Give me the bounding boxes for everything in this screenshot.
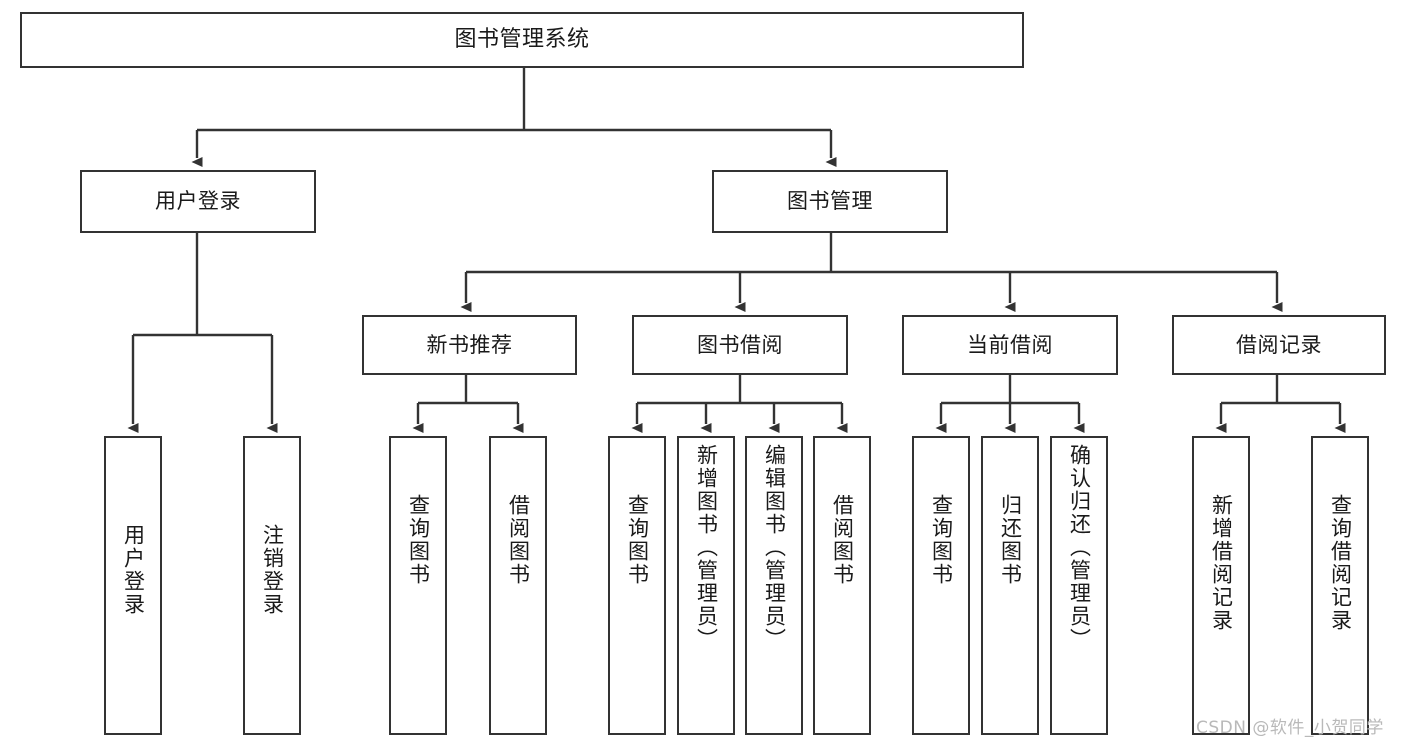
leaf-confirm-return[interactable]: 确认归还（管理员） bbox=[1050, 436, 1108, 735]
leaf-borrow-book-2-label: 借阅图书 bbox=[830, 494, 855, 586]
leaf-user-login[interactable]: 用户登录 bbox=[104, 436, 162, 735]
node-current-borrow-label: 当前借阅 bbox=[967, 332, 1053, 357]
leaf-borrow-book-1-label: 借阅图书 bbox=[506, 494, 531, 586]
node-borrow-record[interactable]: 借阅记录 bbox=[1172, 315, 1386, 375]
leaf-add-book[interactable]: 新增图书（管理员） bbox=[677, 436, 735, 735]
leaf-return-book[interactable]: 归还图书 bbox=[981, 436, 1039, 735]
node-new-book-rec-label: 新书推荐 bbox=[426, 332, 513, 357]
csdn-watermark: CSDN @软件_小贺同学 bbox=[1196, 718, 1384, 738]
leaf-add-record-label: 新增借阅记录 bbox=[1209, 494, 1234, 632]
leaf-user-login-label: 用户登录 bbox=[121, 524, 146, 616]
leaf-borrow-book-2[interactable]: 借阅图书 bbox=[813, 436, 871, 735]
node-borrow-record-label: 借阅记录 bbox=[1236, 332, 1322, 357]
leaf-add-record[interactable]: 新增借阅记录 bbox=[1192, 436, 1250, 735]
node-book-manage-label: 图书管理 bbox=[787, 189, 873, 214]
node-book-borrow-label: 图书借阅 bbox=[697, 332, 783, 357]
leaf-query-book-2-label: 查询图书 bbox=[625, 494, 650, 586]
leaf-query-record[interactable]: 查询借阅记录 bbox=[1311, 436, 1369, 735]
leaf-query-book-3[interactable]: 查询图书 bbox=[912, 436, 970, 735]
node-user-login-label: 用户登录 bbox=[155, 189, 241, 214]
leaf-logout-label: 注销登录 bbox=[260, 524, 285, 616]
node-new-book-rec[interactable]: 新书推荐 bbox=[362, 315, 577, 375]
leaf-query-book-1-label: 查询图书 bbox=[406, 494, 431, 586]
leaf-edit-book-label: 编辑图书（管理员） bbox=[762, 444, 787, 651]
leaf-query-book-1[interactable]: 查询图书 bbox=[389, 436, 447, 735]
node-current-borrow[interactable]: 当前借阅 bbox=[902, 315, 1118, 375]
leaf-borrow-book-1[interactable]: 借阅图书 bbox=[489, 436, 547, 735]
leaf-query-record-label: 查询借阅记录 bbox=[1328, 494, 1353, 632]
node-root[interactable]: 图书管理系统 bbox=[20, 12, 1024, 68]
node-book-manage[interactable]: 图书管理 bbox=[712, 170, 948, 233]
node-user-login[interactable]: 用户登录 bbox=[80, 170, 316, 233]
leaf-query-book-2[interactable]: 查询图书 bbox=[608, 436, 666, 735]
node-root-label: 图书管理系统 bbox=[454, 26, 590, 52]
leaf-return-book-label: 归还图书 bbox=[998, 494, 1023, 586]
leaf-confirm-return-label: 确认归还（管理员） bbox=[1067, 444, 1092, 651]
leaf-edit-book[interactable]: 编辑图书（管理员） bbox=[745, 436, 803, 735]
leaf-add-book-label: 新增图书（管理员） bbox=[694, 444, 719, 651]
node-book-borrow[interactable]: 图书借阅 bbox=[632, 315, 848, 375]
leaf-query-book-3-label: 查询图书 bbox=[929, 494, 954, 586]
leaf-logout[interactable]: 注销登录 bbox=[243, 436, 301, 735]
